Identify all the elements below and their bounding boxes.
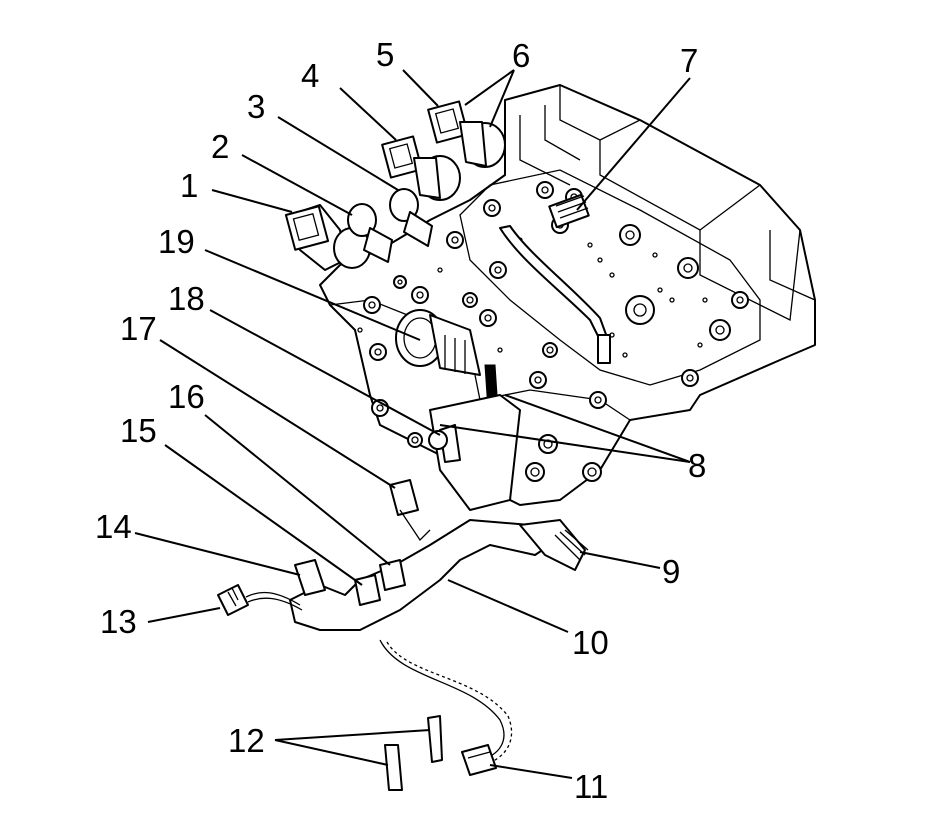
solenoid-3: [389, 188, 433, 247]
leader-8a: [439, 424, 691, 463]
callout-19: 19: [158, 223, 195, 260]
callout-1: 1: [180, 167, 198, 204]
callout-14: 14: [95, 508, 132, 545]
callout-16: 16: [168, 378, 205, 415]
leader-12b: [274, 739, 389, 766]
callout-18: 18: [168, 280, 205, 317]
leader-8b: [504, 394, 691, 463]
callout-11: 11: [574, 768, 608, 805]
leader-4: [339, 87, 397, 141]
callout-labels: 1 2 3 4 5 6 7 8 9 10 11 12 13 14 15 16 1…: [95, 36, 706, 805]
leader-17: [159, 339, 396, 489]
callout-8: 8: [688, 447, 706, 484]
leader-12a: [274, 729, 431, 741]
callout-10: 10: [572, 624, 609, 661]
callout-2: 2: [211, 128, 229, 165]
callout-4: 4: [301, 57, 319, 94]
leader-2: [241, 154, 353, 216]
leader-11: [489, 764, 573, 779]
leader-5: [402, 69, 439, 107]
callout-12: 12: [228, 722, 265, 759]
leader-7: [576, 77, 691, 211]
leader-9: [579, 551, 661, 569]
solenoid-2: [347, 203, 393, 263]
harness-trunk: [428, 364, 521, 511]
solenoid-5: [427, 100, 506, 168]
leader-6a: [464, 69, 515, 106]
leader-3: [277, 116, 399, 191]
leader-6b: [489, 69, 515, 128]
leader-18: [209, 309, 441, 436]
callout-17: 17: [120, 310, 157, 347]
leader-15: [164, 444, 363, 586]
callout-7: 7: [680, 42, 698, 79]
callout-13: 13: [100, 603, 137, 640]
clip-12a: [427, 715, 443, 763]
clip-12b: [384, 744, 403, 791]
callout-6: 6: [512, 37, 530, 74]
leader-13: [147, 607, 221, 623]
leader-16: [204, 414, 391, 566]
large-connector: [395, 309, 481, 376]
leader-10: [447, 579, 569, 633]
leader-14: [134, 532, 301, 576]
solenoid-4: [381, 135, 461, 201]
leader-19: [204, 249, 421, 341]
connector-11: [461, 744, 497, 776]
harness-cable: [379, 639, 513, 766]
callout-3: 3: [247, 88, 265, 125]
harness-frame: [289, 479, 589, 631]
bolt-bosses: [363, 181, 749, 482]
leader-lines: [134, 69, 691, 779]
valve-body: [319, 84, 816, 506]
leader-1: [211, 189, 293, 213]
callout-5: 5: [376, 36, 394, 73]
callout-15: 15: [120, 412, 157, 449]
callout-9: 9: [662, 553, 680, 590]
connector-13: [217, 584, 303, 616]
